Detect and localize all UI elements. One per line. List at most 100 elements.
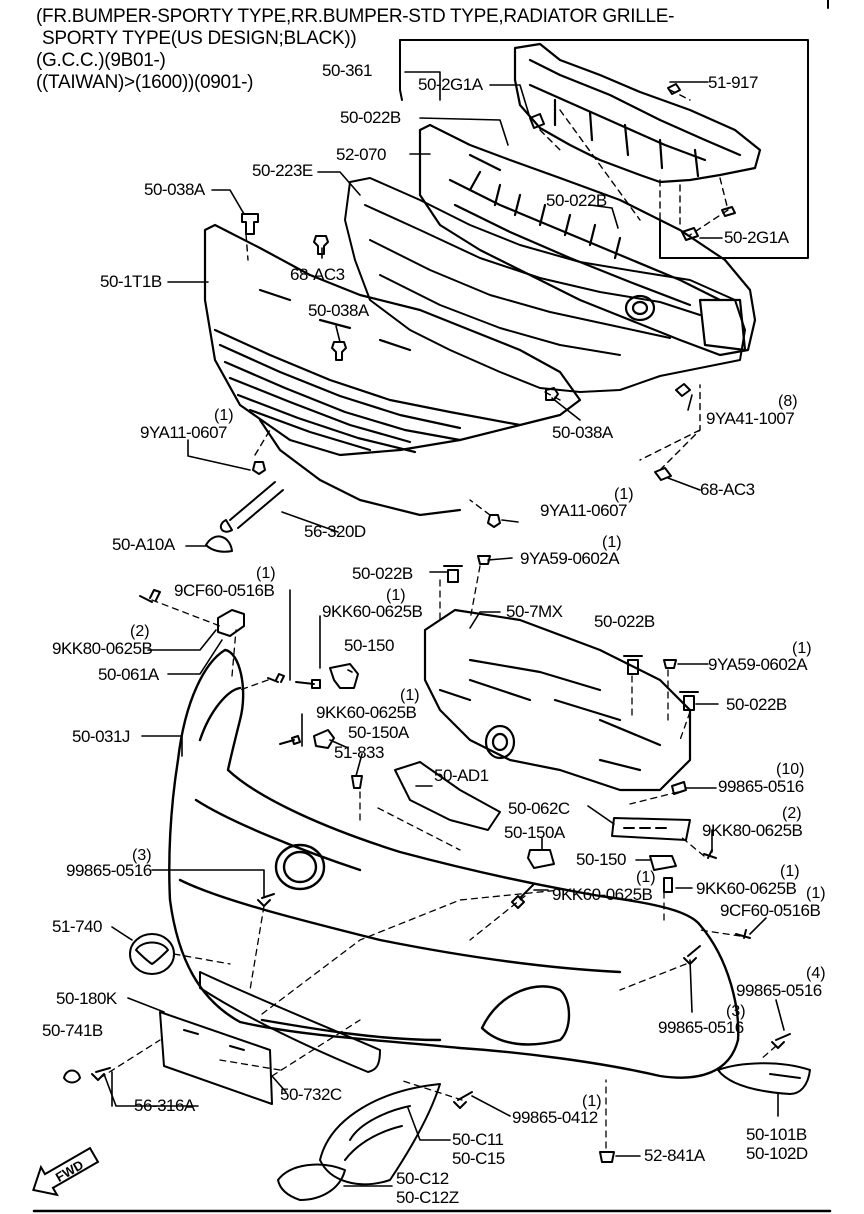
qty-9KK60-0625B-d: (1) <box>780 863 800 880</box>
front-grille <box>203 223 582 517</box>
label-68-AC3-b: 68-AC3 <box>700 480 755 499</box>
label-9KK80-0625B-b: 9KK80-0625B <box>702 821 803 840</box>
label-50-022B-b: 50-022B <box>546 191 607 210</box>
bumper-bracket-50-061A <box>217 609 245 637</box>
qty-9KK80-0625B-a: (2) <box>130 623 150 640</box>
label-50-C12: 50-C12 <box>396 1169 449 1188</box>
qty-9KK60-0625B-c: (1) <box>636 869 656 886</box>
license-bracket <box>159 1011 273 1105</box>
qty-9KK80-0625B-b: (2) <box>782 805 802 822</box>
label-9KK60-0625B-a: 9KK60-0625B <box>322 602 423 621</box>
radiator-shroud-upper <box>513 42 762 184</box>
label-50-022B-e: 50-022B <box>726 695 787 714</box>
label-50-223E: 50-223E <box>252 161 313 180</box>
radiator-grille-frame <box>418 123 757 357</box>
qty-9CF60-0516B-a: (1) <box>256 565 276 582</box>
label-50-061A: 50-061A <box>98 665 159 684</box>
label-9YA11-0607-b: 9YA11-0607 <box>540 501 628 520</box>
center-bracket <box>423 608 692 792</box>
callout-box <box>399 39 809 259</box>
air-deflector <box>394 761 501 831</box>
label-9YA59-0602A-b: 9YA59-0602A <box>708 655 808 674</box>
fog-lamp-50-101B <box>717 1062 811 1095</box>
diagram-title: (FR.BUMPER-SPORTY TYPE,RR.BUMPER-STD TYP… <box>36 6 675 94</box>
bracket-50-150-a <box>329 663 359 689</box>
fog-opening-right <box>480 985 571 1046</box>
qty-99865-0516-c: (4) <box>806 965 826 982</box>
label-99865-0516-c: 99865-0516 <box>736 981 822 1000</box>
qty-99865-0516-a: (10) <box>776 761 805 778</box>
label-50-361: 50-361 <box>322 61 372 80</box>
label-9KK60-0625B-b: 9KK60-0625B <box>316 703 417 722</box>
label-50-C11: 50-C11 <box>452 1130 504 1149</box>
clip-50-2G1A-b <box>681 206 736 241</box>
label-9CF60-0516B-a: 9CF60-0516B <box>174 581 275 600</box>
label-50-038A-c: 50-038A <box>552 423 613 442</box>
bumper-bracket-50-062C <box>611 817 691 841</box>
fastener-parts <box>241 213 691 528</box>
qty-9YA59-0602A-b: (1) <box>792 640 812 657</box>
label-56-320D: 56-320D <box>304 522 366 541</box>
clip-50-2G1A-a <box>529 113 545 129</box>
label-51-917: 51-917 <box>708 73 758 92</box>
qty-9CF60-0516B-b: (1) <box>806 885 826 902</box>
qty-99865-0516-d: (3) <box>726 1003 746 1020</box>
label-50-101B: 50-101B <box>746 1125 807 1144</box>
bumper-absorber <box>344 177 746 393</box>
fog-bezel <box>319 1083 441 1186</box>
label-50-2G1A-a: 50-2G1A <box>418 75 483 94</box>
emblem-mount <box>274 843 326 891</box>
qty-9KK60-0625B-a: (1) <box>386 587 406 604</box>
label-52-841A: 52-841A <box>644 1146 705 1165</box>
label-9KK60-0625B-d: 9KK60-0625B <box>696 879 797 898</box>
label-9KK80-0625B-a: 9KK80-0625B <box>52 639 153 658</box>
bracket-50-150A-a <box>313 729 335 749</box>
fog-cover <box>277 1163 346 1201</box>
label-50-741B: 50-741B <box>42 1021 103 1040</box>
label-50-022B-c: 50-022B <box>352 564 413 583</box>
label-50-1T1B: 50-1T1B <box>100 272 162 291</box>
label-50-C15: 50-C15 <box>452 1149 505 1168</box>
label-50-062C: 50-062C <box>508 799 570 818</box>
label-99865-0516-d: 99865-0516 <box>658 1018 744 1037</box>
label-50-038A-a: 50-038A <box>144 180 205 199</box>
tow-hook <box>219 481 284 533</box>
label-9CF60-0516B-b: 9CF60-0516B <box>720 901 821 920</box>
qty-9YA41-1007: (8) <box>778 393 798 410</box>
bracket-50-150-b <box>649 855 677 871</box>
qty-9KK60-0625B-b: (1) <box>400 687 420 704</box>
label-99865-0516-b: 99865-0516 <box>66 861 152 880</box>
label-51-740: 51-740 <box>52 917 102 936</box>
title-line-4: ((TAIWAN)>(1600))(0901-) <box>36 72 254 93</box>
title-line-3: (G.C.C.)(9B01-) <box>36 50 166 71</box>
label-50-2G1A-b: 50-2G1A <box>724 228 789 247</box>
label-9YA59-0602A-a: 9YA59-0602A <box>520 549 620 568</box>
label-56-316A: 56-316A <box>134 1096 195 1115</box>
label-99865-0516-a: 99865-0516 <box>718 777 804 796</box>
label-50-022B-a: 50-022B <box>340 108 401 127</box>
tow-hook-cover <box>205 535 233 553</box>
label-68-AC3-a: 68-AC3 <box>290 265 345 284</box>
qty-9YA59-0602A-a: (1) <box>602 534 622 551</box>
qty-99865-0412: (1) <box>582 1093 602 1110</box>
bumper-cover <box>168 648 740 1079</box>
title-line-2: SPORTY TYPE(US DESIGN;BLACK)) <box>42 28 357 49</box>
label-50-150-a: 50-150 <box>344 636 394 655</box>
label-50-022B-d: 50-022B <box>594 612 655 631</box>
label-9YA11-0607-a: 9YA11-0607 <box>140 423 228 442</box>
clip-51-917 <box>667 83 681 95</box>
label-50-031J: 50-031J <box>72 727 130 746</box>
label-99865-0412: 99865-0412 <box>512 1108 598 1127</box>
label-50-180K: 50-180K <box>56 989 117 1008</box>
mazda-emblem <box>129 933 175 975</box>
label-9YA41-1007: 9YA41-1007 <box>706 409 795 428</box>
fog-hole <box>624 294 656 322</box>
label-50-C12Z: 50-C12Z <box>396 1188 459 1207</box>
qty-9YA11-0607-a: (1) <box>214 407 234 424</box>
label-50-732C: 50-732C <box>280 1085 342 1104</box>
label-50-150A-a: 50-150A <box>348 723 409 742</box>
qty-9YA11-0607-b: (1) <box>614 486 634 503</box>
label-9KK60-0625B-c: 9KK60-0625B <box>552 885 653 904</box>
screws <box>91 555 791 1163</box>
